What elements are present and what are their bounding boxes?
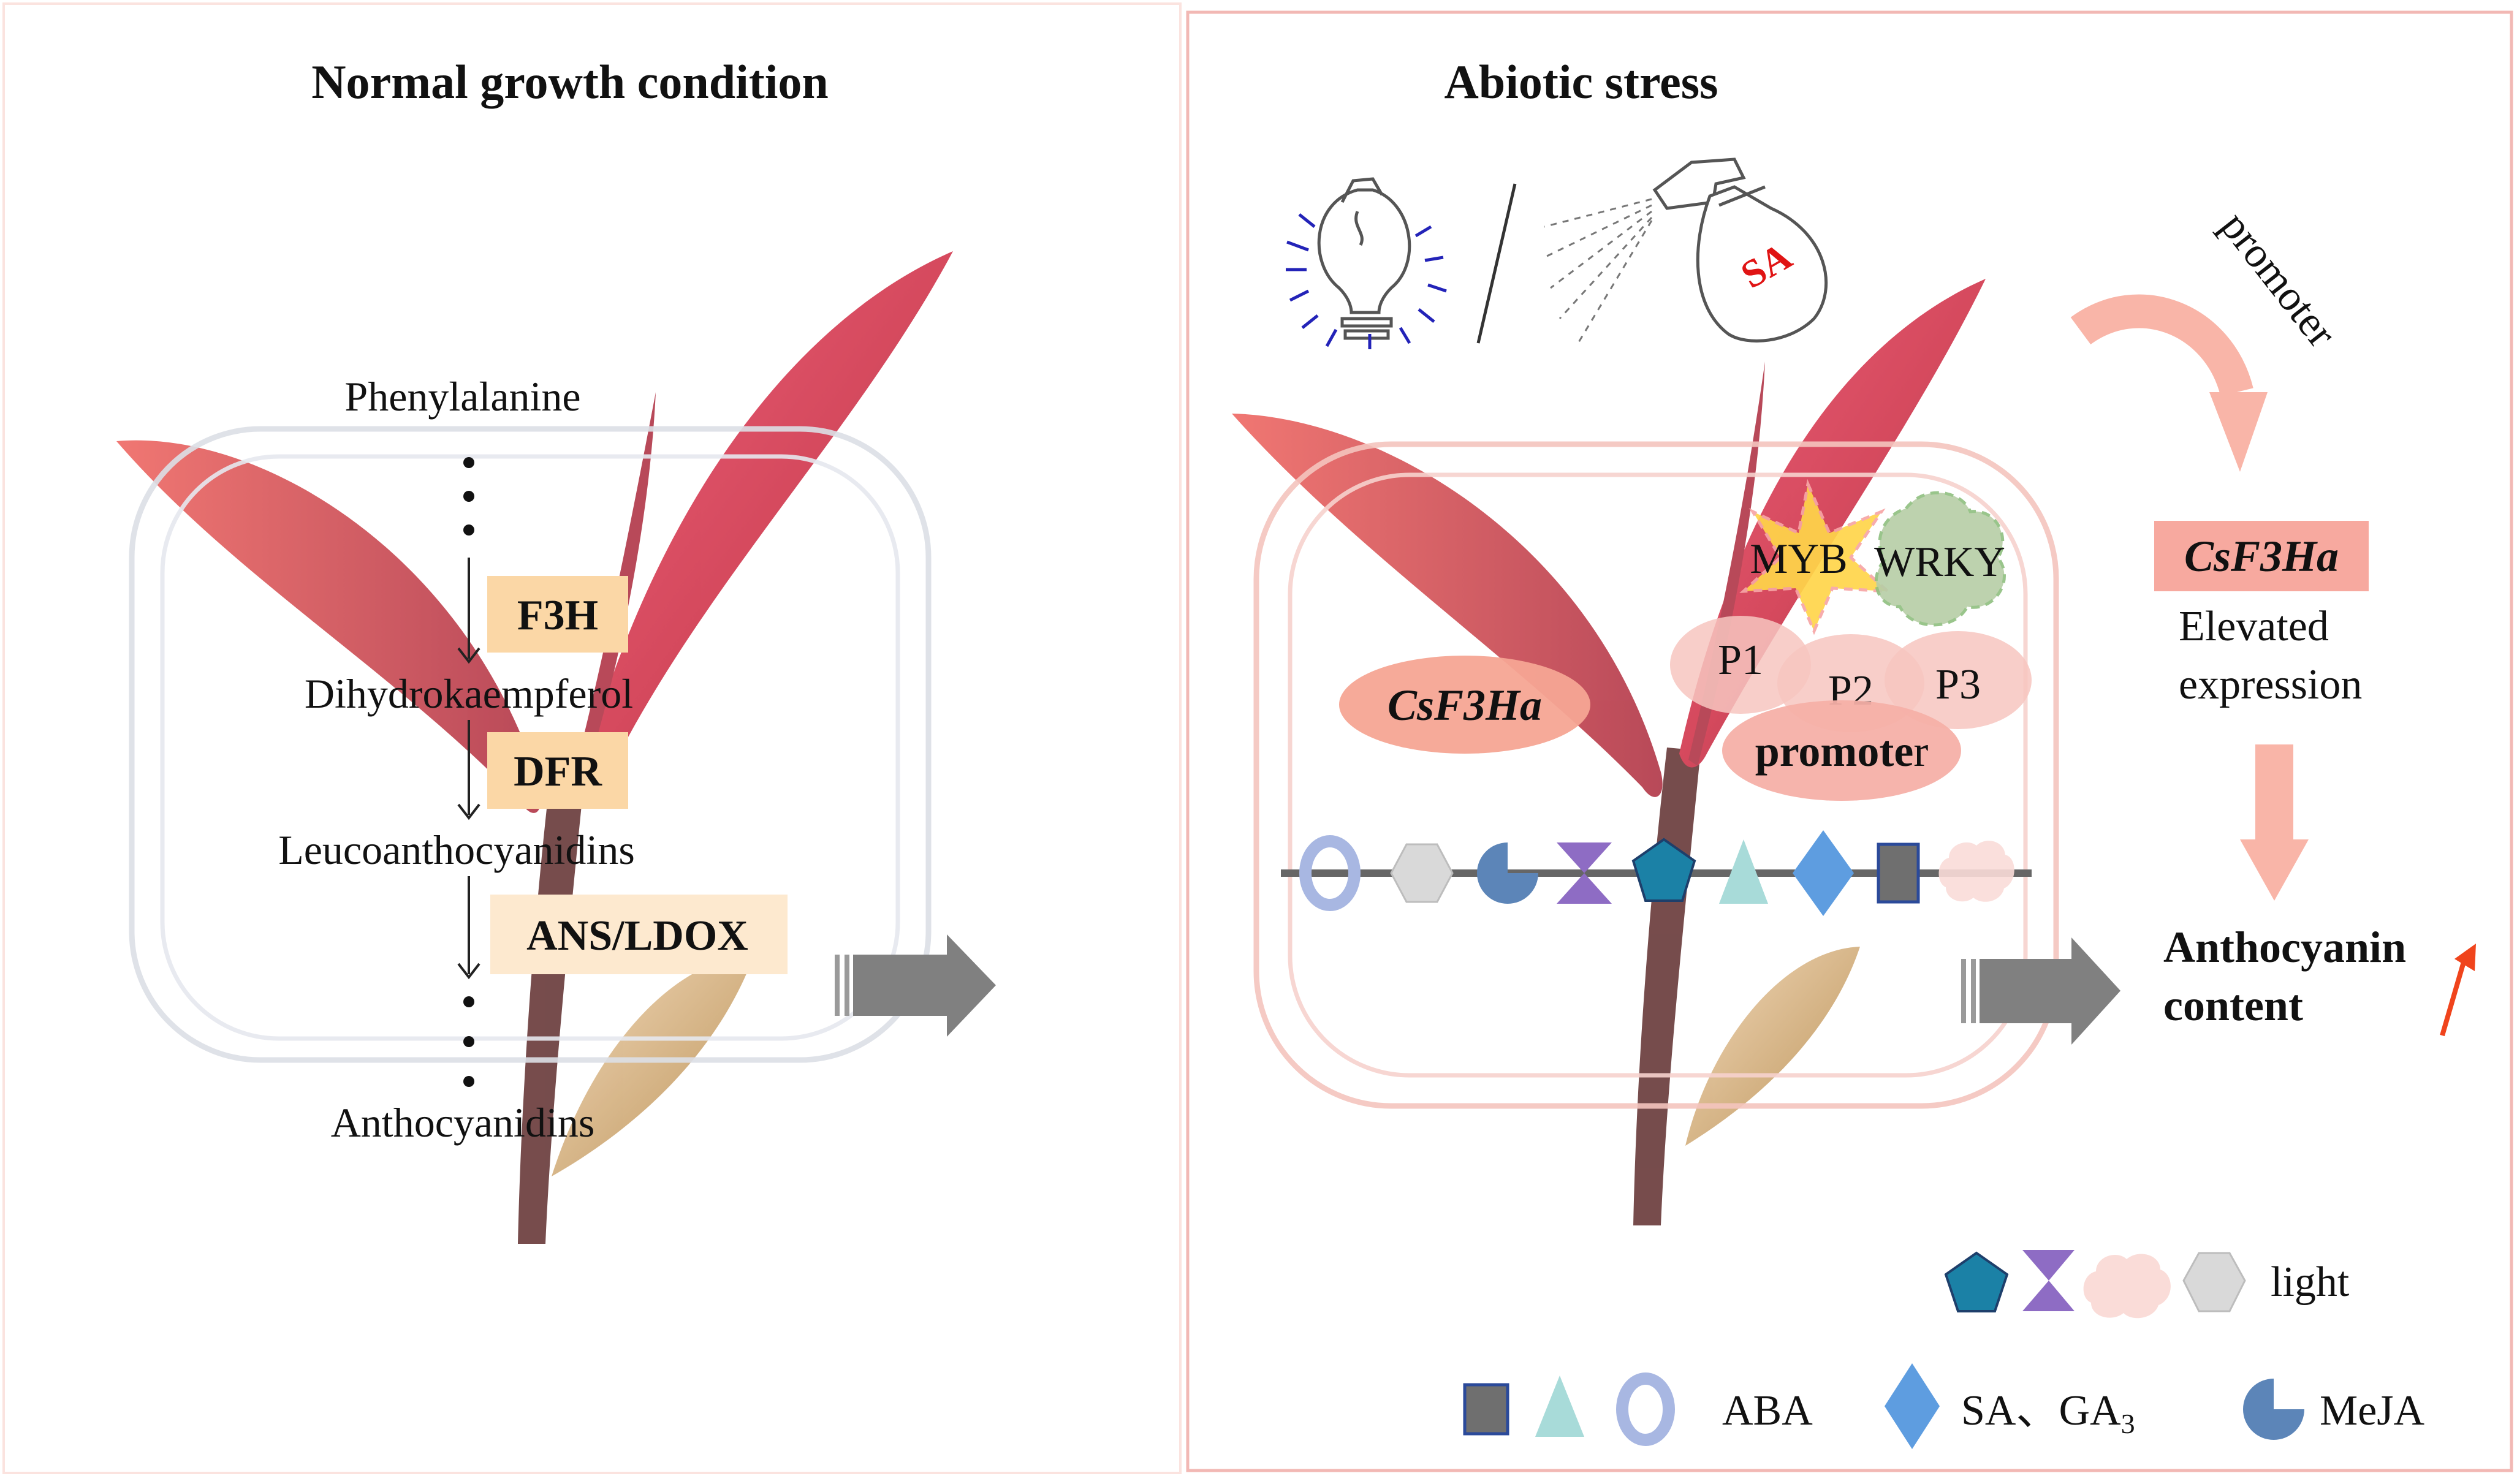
pathway-arrowhead-3 — [457, 963, 480, 980]
enzyme-box-f3h — [487, 576, 628, 653]
element-square-aba — [1877, 842, 1920, 904]
cell-outline-left-inner — [160, 454, 900, 1041]
legend: light ABA SA、GA3 MeJA — [1463, 1250, 2425, 1449]
expression-down-arrow-shaft — [2255, 744, 2293, 839]
tea-shoot-left — [116, 251, 953, 1244]
element-hourglass-light — [1557, 842, 1612, 904]
metabolite-leucoanthocyanidins: Leucoanthocyanidins — [278, 827, 635, 873]
gene-box-label: CsF3Ha — [2184, 532, 2339, 581]
element-diamond-sa-ga — [1793, 830, 1854, 916]
enzyme-dfr: DFR — [514, 748, 602, 795]
result-line1: Anthocyanin — [2163, 923, 2406, 972]
gene-label-cell: CsF3Ha — [1388, 681, 1542, 730]
metabolite-dihydrokaempferol: Dihydrokaempferol — [305, 670, 633, 717]
enzyme-box-ans-ldox — [490, 895, 788, 974]
promoter-label-cell: promoter — [1755, 727, 1929, 776]
pathway-arrowhead-2 — [457, 803, 480, 820]
metabolite-phenylalanine: Phenylalanine — [344, 373, 580, 420]
legend-meja-label: MeJA — [2320, 1387, 2425, 1434]
cell-outline-left-outer — [129, 426, 932, 1063]
legend-hourglass-icon — [2022, 1250, 2075, 1311]
legend-aba-label: ABA — [1722, 1387, 1813, 1434]
enzyme-box-dfr — [487, 732, 628, 809]
pathway-dot — [463, 491, 474, 502]
legend-light-label: light — [2271, 1259, 2350, 1306]
export-arrow-right — [1961, 937, 2120, 1045]
stimulus-separator — [1476, 183, 1517, 344]
legend-triangle-icon — [1535, 1376, 1584, 1437]
gene-ellipse — [1339, 656, 1590, 754]
increase-arrowhead — [2454, 944, 2476, 971]
legend-hexagon-icon — [2182, 1252, 2246, 1312]
legend-pacman-icon — [2243, 1379, 2304, 1440]
legend-ring-icon — [1616, 1372, 1675, 1446]
legend-square-icon — [1463, 1383, 1509, 1436]
element-hexagon-light — [1390, 843, 1454, 903]
legend-cloud-icon — [2083, 1254, 2171, 1319]
promoter-ellipse — [1722, 700, 1961, 801]
pathway-arrowhead-1 — [457, 647, 480, 664]
spray-bottle-icon: SA — [1544, 157, 1828, 344]
promoter-cycle-arrow — [2070, 294, 2253, 397]
legend-sa-ga-main: SA、GA — [1961, 1387, 2121, 1434]
element-pentagon-light — [1631, 838, 1696, 902]
tf-wrky-label: WRKY — [1874, 539, 2005, 586]
legend-sa-ga-label: SA、GA3 — [1961, 1387, 2135, 1439]
enzyme-f3h: F3H — [517, 592, 598, 639]
export-arrow-left — [835, 934, 996, 1037]
legend-sa-ga-subscript: 3 — [2121, 1408, 2135, 1439]
expression-down-arrowhead — [2240, 839, 2309, 901]
pathway-dot — [463, 1076, 474, 1087]
promoter-rotated-label: promoter — [2211, 203, 2345, 356]
myb-star-shape — [1739, 479, 1892, 635]
promoter-site-p1-label: P1 — [1718, 637, 1763, 684]
light-bulb-icon — [1286, 177, 1447, 349]
expression-label-line2: expression — [2179, 661, 2362, 708]
pathway-dot — [463, 996, 474, 1007]
element-cloud-light — [1938, 841, 2014, 902]
wrky-blob-shape — [1874, 491, 2006, 627]
legend-pentagon-icon — [1944, 1251, 2009, 1312]
promoter-site-p1 — [1670, 616, 1811, 714]
element-pacman-meja — [1477, 842, 1538, 904]
promoter-site-p3 — [1885, 631, 2032, 729]
element-triangle-aba — [1719, 839, 1768, 904]
promoter-cycle-arrowhead — [2209, 392, 2268, 472]
promoter-site-p3-label: P3 — [1935, 661, 1981, 708]
left-panel-frame — [2, 2, 1182, 1474]
enzyme-ans-ldox: ANS/LDOX — [526, 912, 748, 960]
increase-arrow-shaft — [2440, 961, 2466, 1037]
expression-label-line1: Elevated — [2179, 603, 2329, 650]
pathway-dot — [463, 457, 474, 468]
promoter-label-bold: promote — [1755, 727, 1914, 776]
metabolite-anthocyanidins: Anthocyanidins — [331, 1099, 595, 1146]
cis-elements — [1299, 830, 2014, 916]
gene-box — [2154, 521, 2369, 591]
tf-myb-label: MYB — [1750, 536, 1847, 583]
element-ring-aba — [1299, 835, 1361, 911]
pathway-dot — [463, 1036, 474, 1047]
pathway-dot — [463, 524, 474, 536]
cell-outline-right-outer — [1253, 441, 2059, 1109]
result-line2: content — [2163, 981, 2303, 1030]
cell-outline-right-inner — [1288, 472, 2028, 1078]
right-panel-title: Abiotic stress — [1444, 55, 1718, 108]
promoter-label-tail: r — [1913, 727, 1928, 776]
legend-diamond-icon — [1885, 1363, 1940, 1449]
right-panel-frame — [1186, 10, 2513, 1472]
left-panel-title: Normal growth condition — [311, 55, 829, 108]
